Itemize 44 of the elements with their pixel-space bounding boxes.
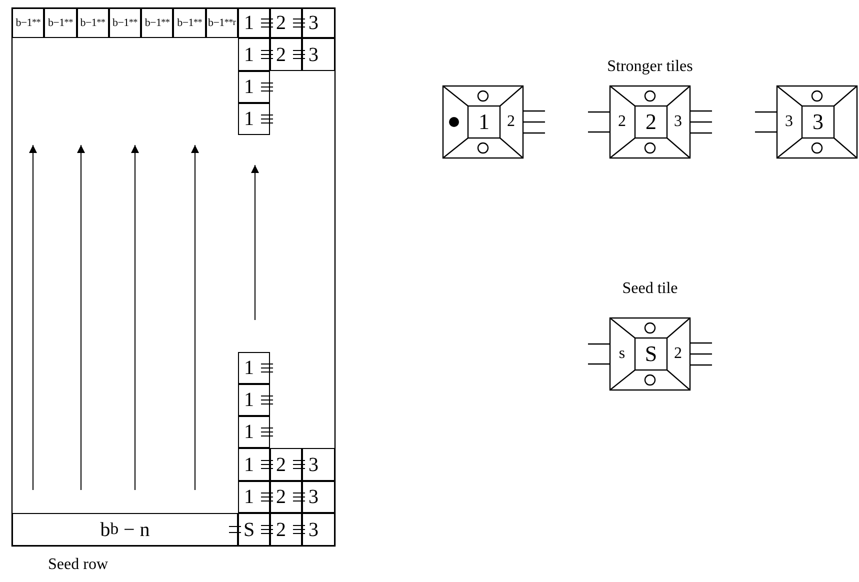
tile-label: 2 (646, 111, 656, 133)
node-label: Seed row (48, 556, 108, 574)
bond-mark (228, 526, 242, 533)
assembly-tile: 3 (302, 513, 335, 546)
assembly-tile: 1 (238, 448, 270, 481)
assembly-tile: 2 (270, 513, 302, 546)
bond-mark (260, 525, 274, 534)
bond-mark (260, 18, 274, 28)
tile-label: 3 (812, 111, 824, 133)
assembly-tile: 2 (270, 38, 302, 71)
glue-label: 2 (507, 114, 515, 130)
bond-mark (292, 492, 306, 502)
assembly-tile: 3 (302, 8, 335, 38)
assembly-tile: 1 (238, 71, 270, 103)
assembly-tile: 3 (302, 481, 335, 513)
assembly-tile: S (238, 513, 270, 546)
bond-mark (260, 492, 274, 502)
assembly-tile: 1 (238, 481, 270, 513)
bond-mark (260, 460, 274, 469)
assembly-tile: 2 (270, 481, 302, 513)
tile-label: 1 (478, 111, 490, 133)
assembly-tile: 3 (302, 38, 335, 71)
assembly-tile: 2 (270, 8, 302, 38)
bond-mark (292, 50, 306, 59)
glue-label: 3 (785, 114, 793, 130)
glue-label: 3 (674, 114, 682, 130)
tile-label: S (644, 343, 658, 365)
assembly-tile: 2 (270, 448, 302, 481)
heading: Seed tile (622, 280, 678, 298)
assembly-tile: 1 (238, 416, 270, 448)
assembly-tile: 1 (238, 352, 270, 384)
bond-mark (292, 525, 306, 534)
assembly-tile: 1 (238, 8, 270, 38)
glue-label: s (618, 346, 626, 362)
assembly-tile: 1 (238, 38, 270, 71)
assembly-tile: 3 (302, 448, 335, 481)
glue-label: 2 (618, 114, 626, 130)
heading: Stronger tiles (607, 58, 693, 76)
assembly-tile: 1 (238, 384, 270, 416)
glue-label: 2 (674, 346, 682, 362)
assembly-tile: 1 (238, 103, 270, 135)
bond-mark (260, 50, 274, 59)
bond-mark (292, 18, 306, 28)
bond-mark (292, 460, 306, 469)
